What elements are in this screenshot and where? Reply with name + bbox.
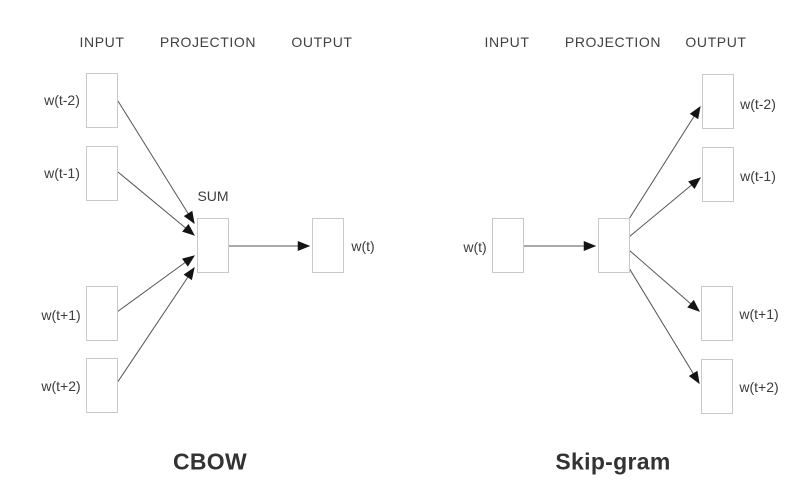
cbow-arrow-wtp2-to-projection — [116, 266, 195, 384]
skipgram-output-node-wtm2 — [702, 74, 734, 129]
skipgram-title: Skip-gram — [555, 448, 671, 475]
skipgram-input-node-wt — [492, 218, 524, 273]
cbow-input-node-wtm1 — [86, 146, 118, 201]
skipgram-arrow-projection-to-wtp2 — [628, 267, 700, 385]
cbow-arrow-wtm1-to-projection — [117, 171, 195, 236]
cbow-input-label-wtm1: w(t-1) — [44, 165, 80, 181]
cbow-column-header-input: INPUT — [79, 34, 125, 50]
skipgram-column-header-projection: PROJECTION — [564, 34, 662, 50]
skipgram-input-label-wt: w(t) — [463, 239, 487, 255]
skipgram-output-node-wtm1 — [702, 147, 734, 202]
cbow-sum-label: SUM — [197, 188, 229, 204]
skipgram-output-label-wtp2: w(t+2) — [739, 379, 779, 395]
cbow-input-node-wtm2 — [86, 73, 118, 128]
cbow-input-label-wtp2: w(t+2) — [41, 378, 81, 394]
skipgram-column-header-input: INPUT — [484, 34, 530, 50]
skipgram-arrow-projection-to-wtm1 — [628, 177, 701, 238]
skipgram-output-label-wtp1: w(t+1) — [739, 306, 779, 322]
skipgram-arrow-projection-to-wtm2 — [628, 105, 701, 220]
cbow-input-node-wtp2 — [86, 358, 118, 413]
cbow-input-node-wtp1 — [86, 286, 118, 341]
skipgram-arrow-projection-to-wtp1 — [628, 249, 700, 312]
cbow-column-header-output: OUTPUT — [291, 34, 353, 50]
skipgram-output-node-wtp1 — [701, 286, 733, 341]
skipgram-projection-node — [598, 218, 630, 273]
cbow-input-label-wtp1: w(t+1) — [41, 307, 81, 323]
cbow-input-label-wtm2: w(t-2) — [44, 92, 80, 108]
cbow-output-node — [312, 218, 344, 273]
skipgram-output-label-wtm1: w(t-1) — [740, 168, 776, 184]
skipgram-output-label-wtm2: w(t-2) — [740, 96, 776, 112]
cbow-arrow-wtm2-to-projection — [117, 100, 195, 225]
skipgram-output-node-wtp2 — [701, 359, 733, 414]
cbow-column-header-projection: PROJECTION — [159, 34, 257, 50]
cbow-title: CBOW — [172, 448, 248, 475]
skipgram-column-header-output: OUTPUT — [685, 34, 747, 50]
cbow-output-label-wt: w(t) — [351, 238, 375, 254]
cbow-projection-node — [197, 218, 229, 273]
cbow-arrow-wtp1-to-projection — [116, 255, 196, 313]
